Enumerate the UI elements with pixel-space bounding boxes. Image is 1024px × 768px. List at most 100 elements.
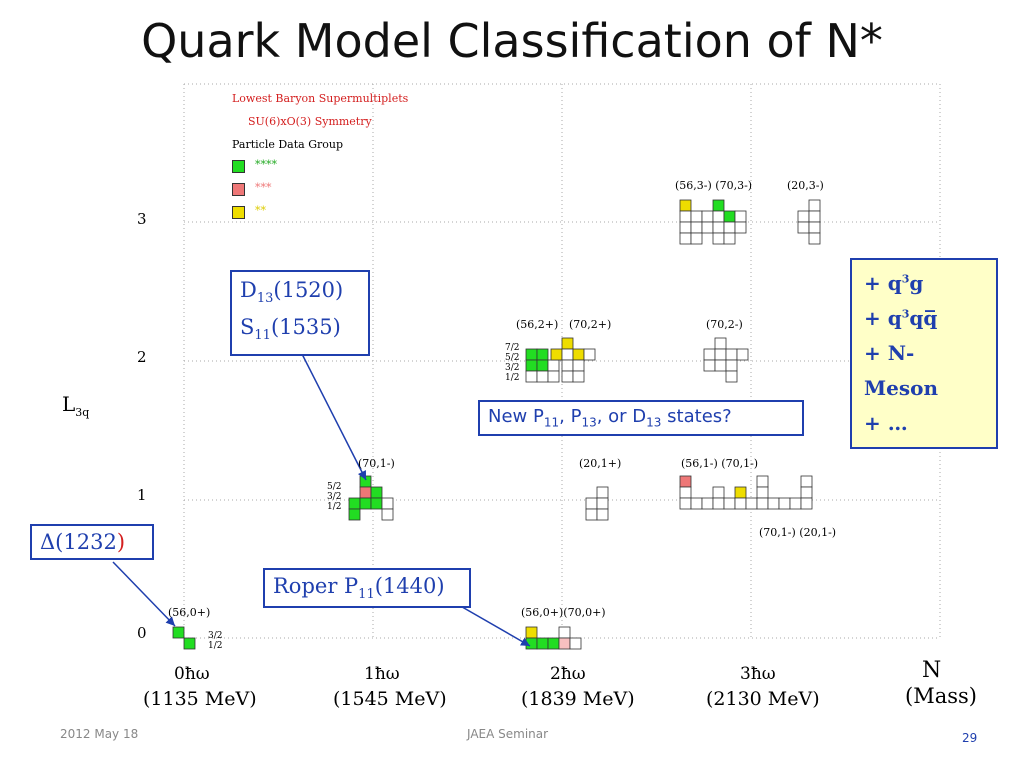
multiplet-cells (172, 199, 821, 650)
multiplet-cell (712, 210, 725, 223)
multiplet-cell (714, 348, 727, 361)
multiplet-cell (569, 637, 582, 650)
extra-ellipsis: + … (864, 411, 908, 435)
multiplet-cell (734, 497, 747, 510)
y-tick-1: 1 (137, 486, 147, 504)
multiplet-70-1 (348, 475, 394, 521)
callout-delta: Δ(1232) (30, 524, 154, 560)
multiplet-cell (723, 221, 736, 234)
x-mass-3: (2130 MeV) (706, 688, 820, 710)
multiplet-cell (745, 497, 758, 510)
multiplet-cell (690, 221, 703, 234)
multiplet-cell (572, 359, 585, 372)
multiplet-cell (381, 508, 394, 521)
legend-label-2star: ** (255, 204, 266, 217)
multiplet-cell (536, 370, 549, 383)
multiplet-cell (572, 370, 585, 383)
legend-line3: Particle Data Group (232, 138, 343, 151)
multiplet-cell (561, 359, 574, 372)
multiplet-cell (583, 348, 596, 361)
extra-n-meson: + N-Meson (864, 341, 939, 400)
multiplet-cell (800, 497, 813, 510)
multiplet-cell (679, 221, 692, 234)
multiplet-cell (712, 486, 725, 499)
legend-line1: Lowest Baryon Supermultiplets (232, 92, 409, 105)
multiplet-cell (550, 348, 563, 361)
multiplet-cell (808, 210, 821, 223)
multiplet-56-2p (525, 348, 560, 383)
multiplet-cell (734, 210, 747, 223)
x-n-label: N (922, 658, 942, 683)
multiplet-cell (679, 199, 692, 212)
extra-q3g: + q3g (864, 271, 924, 295)
multiplet-cell (679, 210, 692, 223)
callout-new-states: New P11, P13, or D13 states? (478, 400, 804, 436)
multiplet-cell (703, 359, 716, 372)
multiplet-cell (585, 497, 598, 510)
multiplet-cell (348, 497, 361, 510)
multiplet-cell (558, 637, 571, 650)
multiplet-cell (712, 232, 725, 245)
multiplet-cell (808, 232, 821, 245)
multiplet-label-56-70-1m: (56,1-) (70,1-) (681, 457, 759, 470)
multiplet-cell (359, 497, 372, 510)
multiplet-cell (756, 497, 769, 510)
multiplet-cell (797, 210, 810, 223)
multiplet-cell (778, 497, 791, 510)
callout-arrow (299, 349, 367, 481)
multiplet-cell (679, 486, 692, 499)
legend-line2: SU(6)xO(3) Symmetry (248, 115, 372, 128)
callout-d13-s11: D13(1520) S11(1535) (230, 270, 370, 357)
callout-roper: Roper P11(1440) (263, 568, 471, 609)
callout-arrow (112, 561, 176, 627)
multiplet-cell (725, 370, 738, 383)
x-mass-0: (1135 MeV) (143, 688, 257, 710)
multiplet-cell (585, 508, 598, 521)
multiplet-label-70-2p: (70,2+) (569, 318, 612, 331)
multiplet-cell (725, 348, 738, 361)
x-mass-label: (Mass) (905, 684, 977, 708)
multiplet-label-56-2p: (56,2+) (516, 318, 559, 331)
multiplet-cell (525, 348, 538, 361)
multiplet-cell (525, 359, 538, 372)
multiplet-cell (808, 199, 821, 212)
multiplet-56-1m (679, 475, 736, 510)
multiplet-cell (596, 497, 609, 510)
callout-d13: D13(1520) (240, 278, 344, 307)
multiplet-cell (701, 221, 714, 234)
multiplet-cell (690, 210, 703, 223)
footer-page-number: 29 (962, 731, 978, 745)
y-axis-label: L3q (62, 392, 90, 419)
multiplet-label-70-1: (70,1-) (358, 457, 395, 470)
multiplet-70-1m-a (734, 475, 813, 510)
multiplet-label-56-70-0: (56,0+)(70,0+) (521, 606, 606, 619)
y-tick-3: 3 (137, 210, 147, 228)
y-tick-2: 2 (137, 348, 147, 366)
x-mass-2: (1839 MeV) (521, 688, 635, 710)
callout-s11: S11(1535) (240, 315, 341, 344)
multiplet-cell (525, 626, 538, 639)
multiplet-cell (703, 348, 716, 361)
multiplet-70-2p (550, 337, 596, 383)
multiplet-label-70-20-1m: (70,1-) (20,1-) (759, 526, 837, 539)
multiplet-cell (712, 221, 725, 234)
multiplet-20-1p (585, 486, 609, 521)
footer-date: 2012 May 18 (60, 727, 139, 741)
multiplet-cell (525, 370, 538, 383)
multiplet-cell (547, 359, 560, 372)
multiplet-cell (756, 486, 769, 499)
multiplet-cell (714, 359, 727, 372)
multiplet-cell (756, 475, 769, 488)
multiplet-cell (797, 221, 810, 234)
multiplet-cell (525, 637, 538, 650)
x-tick-3: 3ħω (740, 664, 776, 684)
multiplet-cell (561, 337, 574, 350)
multiplet-cell (723, 497, 736, 510)
multiplet-cell (596, 508, 609, 521)
slide-title: Quark Model Classification of N* (141, 14, 883, 68)
multiplet-56-70-0p (525, 626, 582, 650)
